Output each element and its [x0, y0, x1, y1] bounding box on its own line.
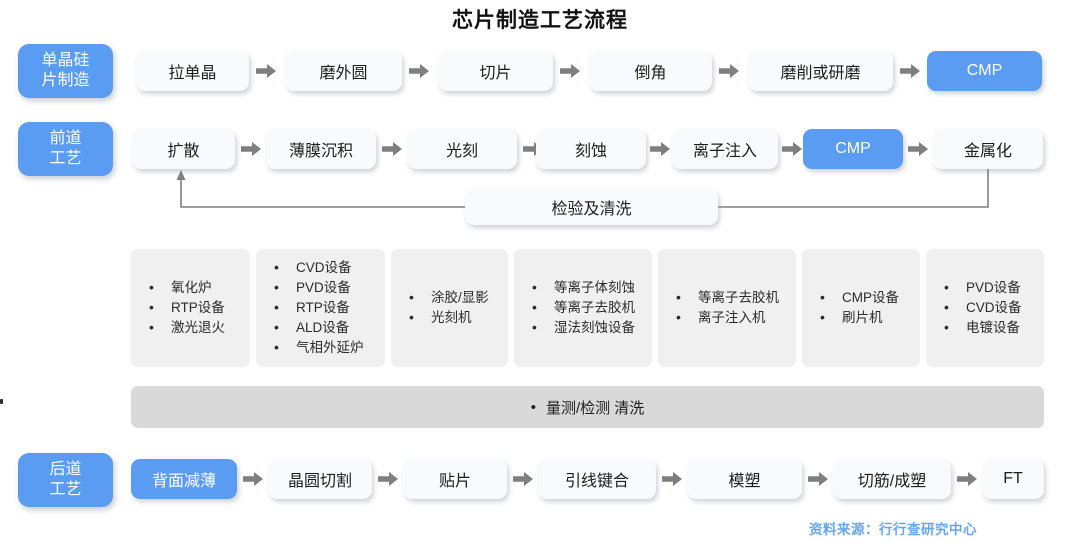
equipment-list-3: 等离子体刻蚀 等离子去胶机 湿法刻蚀设备 — [514, 277, 652, 338]
arrow-back-end-3 — [662, 472, 682, 486]
equipment-item: 湿法刻蚀设备 — [532, 317, 652, 338]
arrow-front-end-5 — [908, 142, 928, 156]
category-front-end: 前道 工艺 — [18, 122, 113, 176]
equipment-card-3: 等离子体刻蚀 等离子去胶机 湿法刻蚀设备 — [514, 249, 652, 367]
category-back-end-line1: 后道 — [49, 461, 82, 479]
category-front-end-line2: 工艺 — [49, 150, 82, 167]
step-back-end-2[interactable]: 贴片 — [403, 459, 507, 499]
equipment-list-0: 氧化炉 RTP设备 激光退火 — [131, 277, 250, 338]
arrow-wafer-0 — [256, 64, 276, 78]
equipment-card-2: 涂胶/显影 光刻机 — [391, 249, 508, 367]
step-wafer-4[interactable]: 磨削或研磨 — [748, 51, 893, 91]
step-wafer-5[interactable]: CMP — [927, 51, 1042, 91]
arrow-wafer-4 — [900, 64, 920, 78]
equipment-item: 等离子去胶机 — [676, 287, 796, 308]
step-front-end-6[interactable]: 金属化 — [933, 129, 1043, 169]
step-front-end-2[interactable]: 光刻 — [407, 129, 517, 169]
equipment-item: ALD设备 — [274, 317, 385, 338]
measurement-bullet-icon: • — [530, 398, 536, 416]
arrow-back-end-4 — [808, 472, 828, 486]
step-front-end-0[interactable]: 扩散 — [132, 129, 235, 169]
step-back-end-0[interactable]: 背面减薄 — [131, 459, 237, 499]
step-back-end-5[interactable]: 切筋/成塑 — [833, 459, 951, 499]
equipment-item: 刷片机 — [820, 307, 920, 328]
source-note: 资料来源：行行查研究中心 — [809, 522, 977, 537]
step-wafer-0[interactable]: 拉单晶 — [136, 51, 249, 91]
step-front-end-5[interactable]: CMP — [803, 129, 903, 169]
equipment-item: 等离子体刻蚀 — [532, 277, 652, 298]
arrow-back-end-1 — [378, 472, 398, 486]
step-wafer-3[interactable]: 倒角 — [589, 51, 712, 91]
equipment-item: 电镀设备 — [944, 317, 1044, 338]
step-back-end-6[interactable]: FT — [982, 459, 1044, 499]
arrow-front-end-0 — [241, 142, 261, 156]
equipment-item: 气相外延炉 — [274, 337, 385, 358]
equipment-list-2: 涂胶/显影 光刻机 — [391, 287, 508, 328]
equipment-item: PVD设备 — [274, 277, 385, 298]
page-title: 芯片制造工艺流程 — [452, 9, 628, 32]
equipment-list-1: CVD设备 PVD设备 RTP设备 ALD设备 气相外延炉 — [256, 257, 385, 358]
step-wafer-1[interactable]: 磨外圆 — [285, 51, 402, 91]
equipment-item: 光刻机 — [409, 307, 508, 328]
category-wafer-fabrication: 单晶硅 片制造 — [18, 44, 113, 98]
step-front-end-4[interactable]: 离子注入 — [672, 129, 778, 169]
equipment-card-1: CVD设备 PVD设备 RTP设备 ALD设备 气相外延炉 — [256, 249, 385, 367]
equipment-list-6: PVD设备 CVD设备 电镀设备 — [926, 277, 1044, 338]
arrow-wafer-2 — [560, 64, 580, 78]
arrow-back-end-2 — [513, 472, 533, 486]
arrow-wafer-3 — [719, 64, 739, 78]
equipment-card-6: PVD设备 CVD设备 电镀设备 — [926, 249, 1044, 367]
equipment-item: PVD设备 — [944, 277, 1044, 298]
category-wafer-line2: 片制造 — [41, 72, 90, 89]
step-back-end-4[interactable]: 模塑 — [687, 459, 802, 499]
equipment-list-4: 等离子去胶机 离子注入机 — [658, 287, 796, 328]
feedback-inspection-clean[interactable]: 检验及清洗 — [465, 189, 718, 225]
arrow-back-end-5 — [957, 472, 977, 486]
equipment-item: RTP设备 — [274, 297, 385, 318]
arrow-back-end-0 — [243, 472, 263, 486]
equipment-item: CVD设备 — [274, 257, 385, 278]
category-wafer-line1: 单晶硅 — [41, 52, 90, 70]
equipment-item: CMP设备 — [820, 287, 920, 308]
step-back-end-3[interactable]: 引线键合 — [538, 459, 656, 499]
arrow-front-end-1 — [382, 142, 402, 156]
step-front-end-3[interactable]: 刻蚀 — [536, 129, 646, 169]
step-front-end-1[interactable]: 薄膜沉积 — [266, 129, 376, 169]
equipment-card-5: CMP设备 刷片机 — [802, 249, 920, 367]
measurement-bar: • 量测/检测 清洗 — [131, 386, 1044, 428]
equipment-card-4: 等离子去胶机 离子注入机 — [658, 249, 796, 367]
equipment-item: 激光退火 — [149, 317, 250, 338]
equipment-list-5: CMP设备 刷片机 — [802, 287, 920, 328]
category-back-end-line2: 工艺 — [49, 481, 82, 498]
equipment-item: 等离子去胶机 — [532, 297, 652, 318]
step-back-end-1[interactable]: 晶圆切割 — [268, 459, 372, 499]
step-wafer-2[interactable]: 切片 — [438, 51, 553, 91]
arrow-front-end-4 — [782, 142, 802, 156]
equipment-item: RTP设备 — [149, 297, 250, 318]
measurement-bar-label: 量测/检测 清洗 — [545, 399, 645, 417]
equipment-item: 涂胶/显影 — [409, 287, 508, 308]
stray-mark — [0, 399, 3, 404]
equipment-item: 离子注入机 — [676, 307, 796, 328]
equipment-card-0: 氧化炉 RTP设备 激光退火 — [131, 249, 250, 367]
category-back-end: 后道 工艺 — [18, 453, 113, 507]
equipment-item: 氧化炉 — [149, 277, 250, 298]
arrow-wafer-1 — [409, 64, 429, 78]
category-front-end-line1: 前道 — [49, 130, 82, 148]
equipment-item: CVD设备 — [944, 297, 1044, 318]
arrow-front-end-3 — [650, 142, 670, 156]
